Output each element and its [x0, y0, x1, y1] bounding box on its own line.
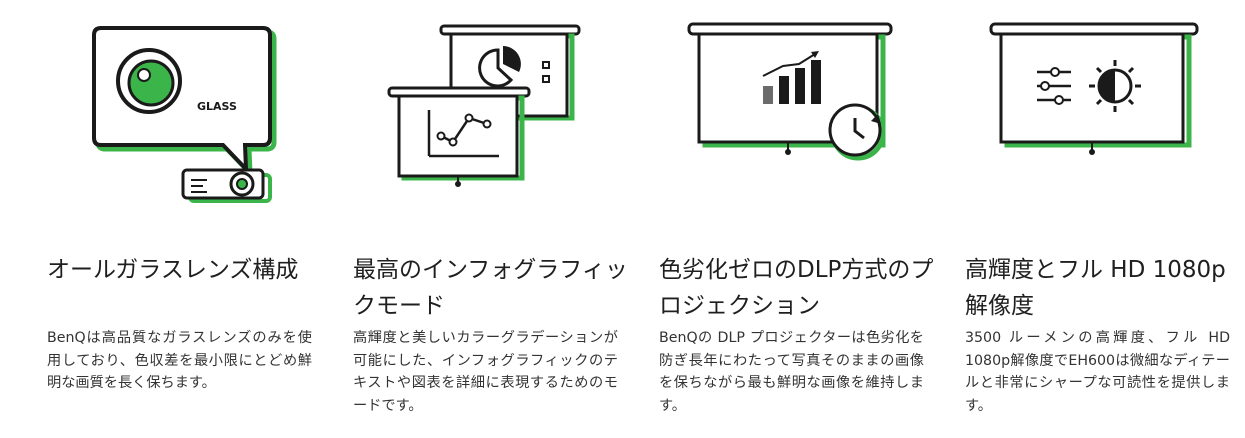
feature-description: 高輝度と美しいカラーグラデーションが可能にした、インフォグラフィックのテキストや… [353, 330, 618, 414]
feature-brightness-fullhd: 高輝度とフル HD 1080p 解像度 3500 ルーメンの高輝度、フル HD … [965, 0, 1245, 438]
feature-description: BenQは高品質なガラスレンズのみを使用しており、色収差を最小限にとどめ鮮明な画… [47, 330, 312, 391]
feature-title: 最高のインフォグラフィックモード [353, 257, 628, 319]
icon-glass-label: GLASS [197, 100, 237, 113]
feature-title: 高輝度とフル HD 1080p 解像度 [965, 257, 1226, 319]
feature-description: 3500 ルーメンの高輝度、フル HD 1080p解像度でEH600は微細なディ… [965, 330, 1230, 414]
feature-dlp-projection: 色劣化ゼロのDLP方式のプロジェクション BenQの DLP プロジェクターは色… [659, 0, 944, 438]
dlp-screen-clock-icon [659, 10, 944, 220]
feature-title: 色劣化ゼロのDLP方式のプロジェクション [659, 257, 934, 319]
feature-title: オールガラスレンズ構成 [47, 257, 299, 283]
glass-lens-projector-icon: GLASS [47, 10, 332, 220]
feature-description: BenQの DLP プロジェクターは色劣化を防ぎ長年にわたって写真そのままの画像… [659, 330, 924, 414]
brightness-screen-icon [965, 10, 1245, 220]
feature-infographic-mode: 最高のインフォグラフィックモード 高輝度と美しいカラーグラデーションが可能にした… [353, 0, 638, 438]
feature-glass-lens: GLASS オールガラスレンズ構成 BenQは高品質なガラスレンズのみを使用して… [47, 0, 332, 438]
infographic-screens-icon [353, 10, 638, 220]
